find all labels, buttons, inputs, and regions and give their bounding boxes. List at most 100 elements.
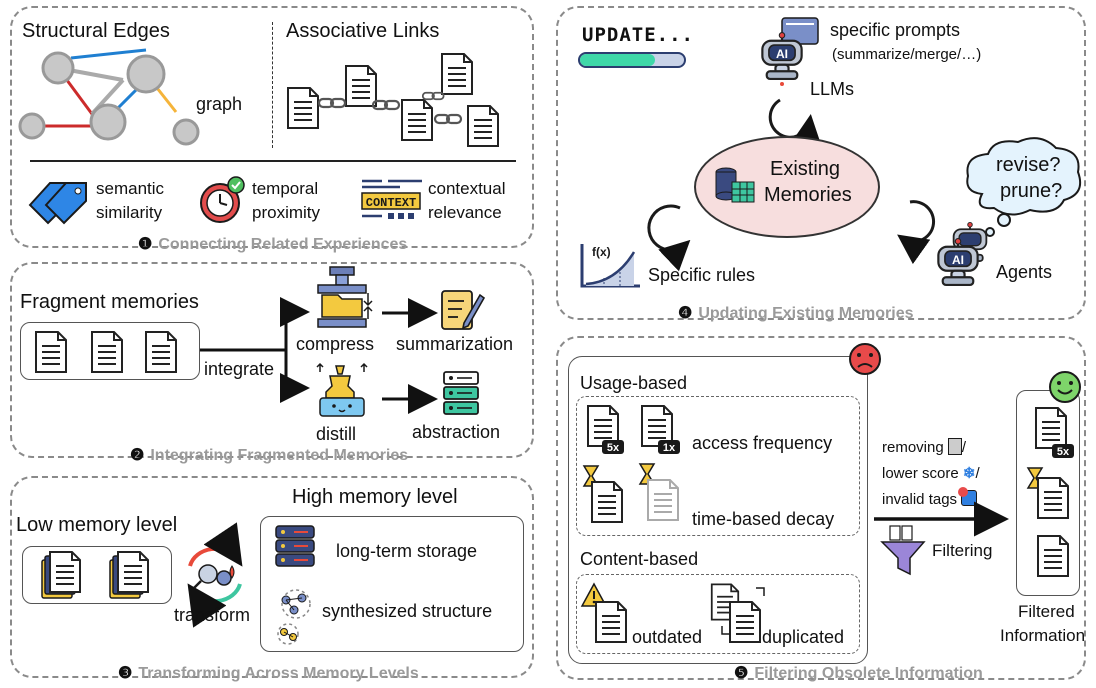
specific-prompts-label: specific prompts [830,20,961,40]
compress-label: compress [296,334,375,354]
abstraction-label: abstraction [412,422,501,442]
invalid-tags-label: invalid tags [882,487,978,508]
document-icon [595,601,627,643]
document-icon [49,551,81,593]
filter-arrow [874,501,1009,537]
sad-face-icon [849,343,881,375]
server-icon [275,525,315,567]
chain-icon [422,91,445,101]
integrate-label: integrate [204,359,275,379]
tag-x-icon [958,487,978,506]
abstraction-icon [443,371,479,415]
transform-label: transform [174,605,251,625]
summarization-label: summarization [396,334,514,354]
content-based-box [576,574,860,654]
contextual-label: contextual [428,179,506,198]
prune-label: prune? [1000,180,1063,202]
snowflake-icon: ❄ [962,465,976,482]
document-icon [91,331,123,373]
document-icon [1037,535,1069,577]
similarity-label: similarity [96,203,163,222]
chain-icon [318,97,347,109]
document-icon [729,601,761,643]
content-based-label: Content-based [580,549,699,569]
filtered-docs: 5x [1026,407,1074,577]
access-frequency-label: access frequency [692,433,833,453]
transform-icon [187,522,243,628]
badge-5x-filtered: 5x [1057,446,1070,458]
fx-label: f(x) [592,245,611,259]
integrate-connector [200,297,310,403]
revise-label: revise? [996,154,1061,176]
distill-label: distill [316,424,357,444]
document-icon [345,65,377,107]
divider-vertical [272,22,273,148]
duplicated-label: duplicated [762,627,845,647]
badge-5x: 5x [607,442,620,454]
divider-horizontal [30,160,516,162]
long-term-storage-label: long-term storage [336,541,478,561]
specific-rules-label: Specific rules [648,265,756,285]
panel-integrating [10,262,534,458]
arrow-to-summarization [382,298,438,328]
structure-icon [277,589,311,645]
high-memory-label: High memory level [292,486,458,508]
linked-documents [287,53,499,147]
document-icon [441,53,473,95]
panel-updating [556,6,1086,320]
fragment-memories-label: Fragment memories [20,291,199,313]
llms-label: LLMs [810,79,855,99]
llm-robot-icon: AI [761,17,819,86]
graph-diagram [18,48,200,146]
panel-transforming [10,476,534,678]
distill-icon [316,362,368,417]
compress-icon [317,266,373,328]
memories-label: Memories [764,184,852,206]
agents-label: Agents [996,262,1053,282]
usage-based-label: Usage-based [580,373,688,393]
funnel-icon [880,525,926,576]
existing-label: Existing [770,158,841,180]
update-progress-fill [580,54,655,66]
filtered-label: Filtered [1018,602,1075,621]
document-icon [1037,477,1069,519]
ai-badge-agents: AI [952,253,964,267]
arrow-to-abstraction [382,384,438,414]
context-tag-text: CONTEXT [366,196,416,210]
removing-label: removing / [882,438,967,456]
ai-badge-llm: AI [776,47,788,61]
content-docs [580,582,765,643]
fx-chart-icon: f(x) [580,244,640,288]
context-icon: CONTEXT [361,179,422,219]
structural-edges-title: Structural Edges [22,20,170,42]
prompts-sub-label: (summarize/merge/…) [832,46,982,63]
usage-docs: 5x 1x [582,405,680,523]
tags-icon [28,182,87,225]
agents-icon: AI [937,222,988,286]
document-icon [287,87,319,129]
outdated-label: outdated [632,627,703,647]
document-icon [35,331,67,373]
document-icon [591,481,623,523]
stacked-docs [41,551,149,599]
happy-face-icon [1049,371,1081,403]
trash-icon [947,438,962,455]
time-decay-label: time-based decay [692,509,835,529]
semantic-label: semantic [96,179,165,198]
proximity-label: proximity [252,203,321,222]
panel-filtering [556,336,1086,680]
chain-icon [433,113,463,125]
thought-cloud [966,137,1082,237]
information-label: Information [1000,626,1086,645]
cycle-arrows [647,98,936,272]
document-icon [401,99,433,141]
faded-document-icon [647,479,679,521]
associative-links-title: Associative Links [286,20,440,42]
database-icon [715,167,755,203]
graph-label: graph [196,94,243,114]
document-icon [145,331,177,373]
